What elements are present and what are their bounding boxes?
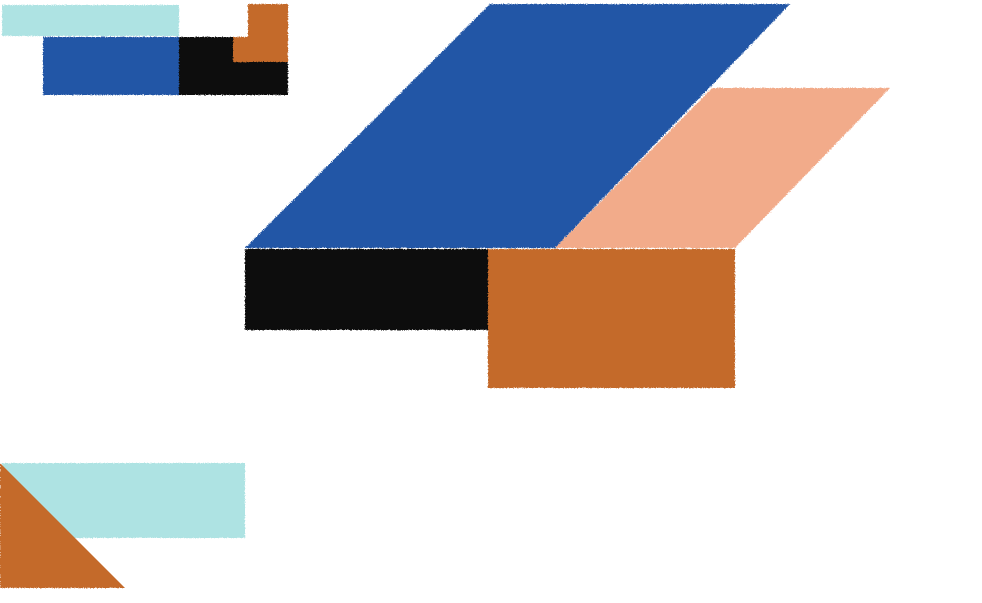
small-cyan-rect: [2, 5, 179, 36]
small-orange-l-shape: [233, 4, 288, 62]
black-rect: [245, 249, 488, 330]
small-black-l-shape: [179, 37, 288, 95]
peach-parallelogram: [555, 88, 890, 248]
small-blue-rect: [43, 37, 179, 95]
orange-rect: [488, 249, 735, 388]
blue-parallelogram: [245, 4, 790, 248]
orange-triangle: [0, 463, 125, 588]
